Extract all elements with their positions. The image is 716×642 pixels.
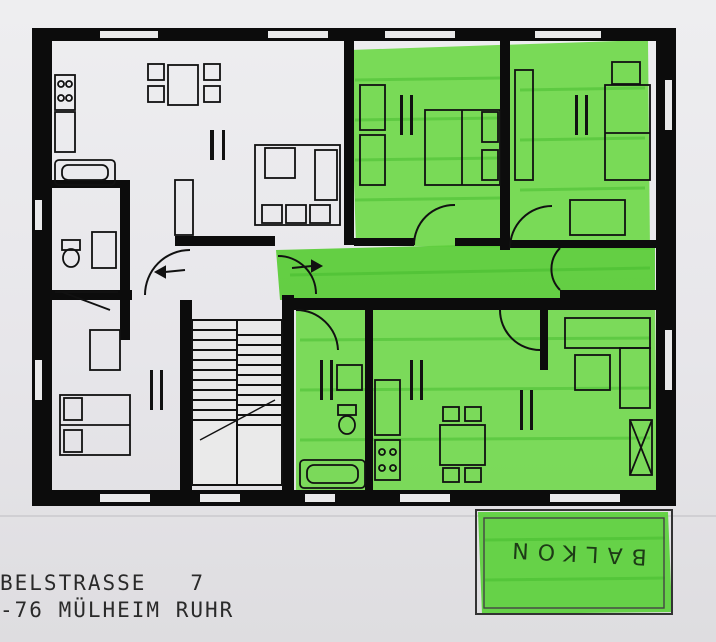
- bathtub-icon: [299, 459, 366, 489]
- sofa-icon: [254, 144, 341, 226]
- paper-fold-line: [0, 515, 716, 517]
- highlight-hallway: [276, 240, 655, 300]
- bed-icon: [59, 394, 131, 456]
- highlight-balcony: [478, 512, 672, 614]
- bed-icon: [424, 109, 501, 186]
- highlight-lower-rooms: [296, 300, 657, 492]
- arrow-icon: [153, 259, 324, 279]
- bathtub-icon: [54, 159, 116, 186]
- highlighted-apartment: [276, 40, 672, 614]
- room-markings: [150, 95, 588, 430]
- outer-walls: [32, 28, 676, 506]
- stairs-icon: [191, 319, 283, 486]
- stove-icon: [54, 74, 76, 111]
- sofa-icon: [564, 317, 651, 409]
- dining-table-icon: [147, 63, 221, 106]
- dining-table-icon: [439, 406, 486, 483]
- city-address: -76 MÜLHEIM RUHR: [0, 598, 235, 622]
- bed-icon: [604, 61, 651, 181]
- balcony: [475, 509, 673, 615]
- inner-walls: [52, 40, 656, 495]
- toilet-icon: [337, 404, 357, 435]
- furniture: [54, 61, 653, 489]
- toilet-icon: [61, 239, 81, 268]
- stove-icon: [374, 439, 401, 481]
- street-address: BELSTRASSE 7: [0, 571, 206, 595]
